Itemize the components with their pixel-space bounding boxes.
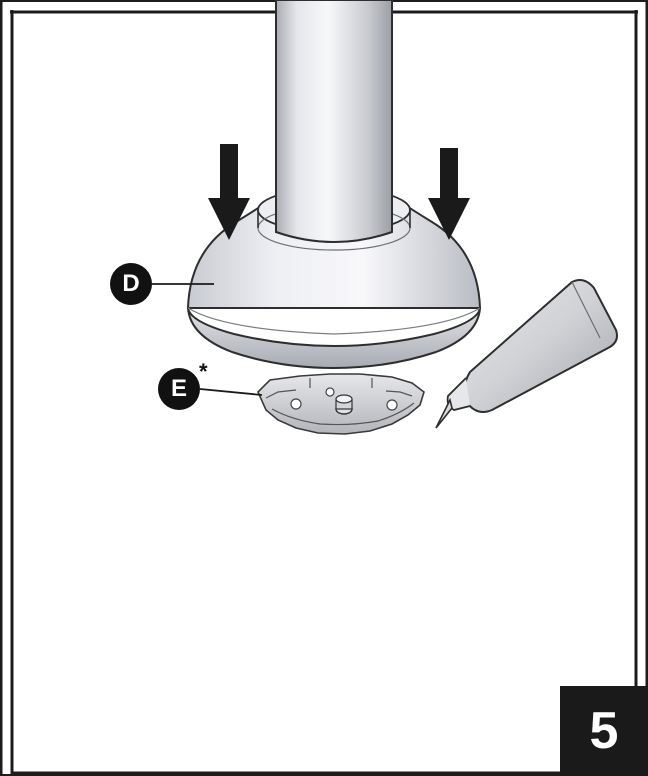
base-plate-e bbox=[257, 373, 425, 435]
press-down-arrow-left bbox=[208, 144, 250, 240]
callout-e-asterisk: * bbox=[199, 359, 208, 384]
callout-d: D bbox=[110, 263, 152, 305]
step-number-badge: 5 bbox=[560, 686, 648, 776]
vertical-pole bbox=[275, 0, 393, 243]
callout-e: E bbox=[158, 368, 200, 410]
leader-line-e bbox=[199, 388, 263, 396]
glue-tube-icon bbox=[435, 279, 618, 429]
press-down-arrow-right bbox=[428, 148, 470, 240]
